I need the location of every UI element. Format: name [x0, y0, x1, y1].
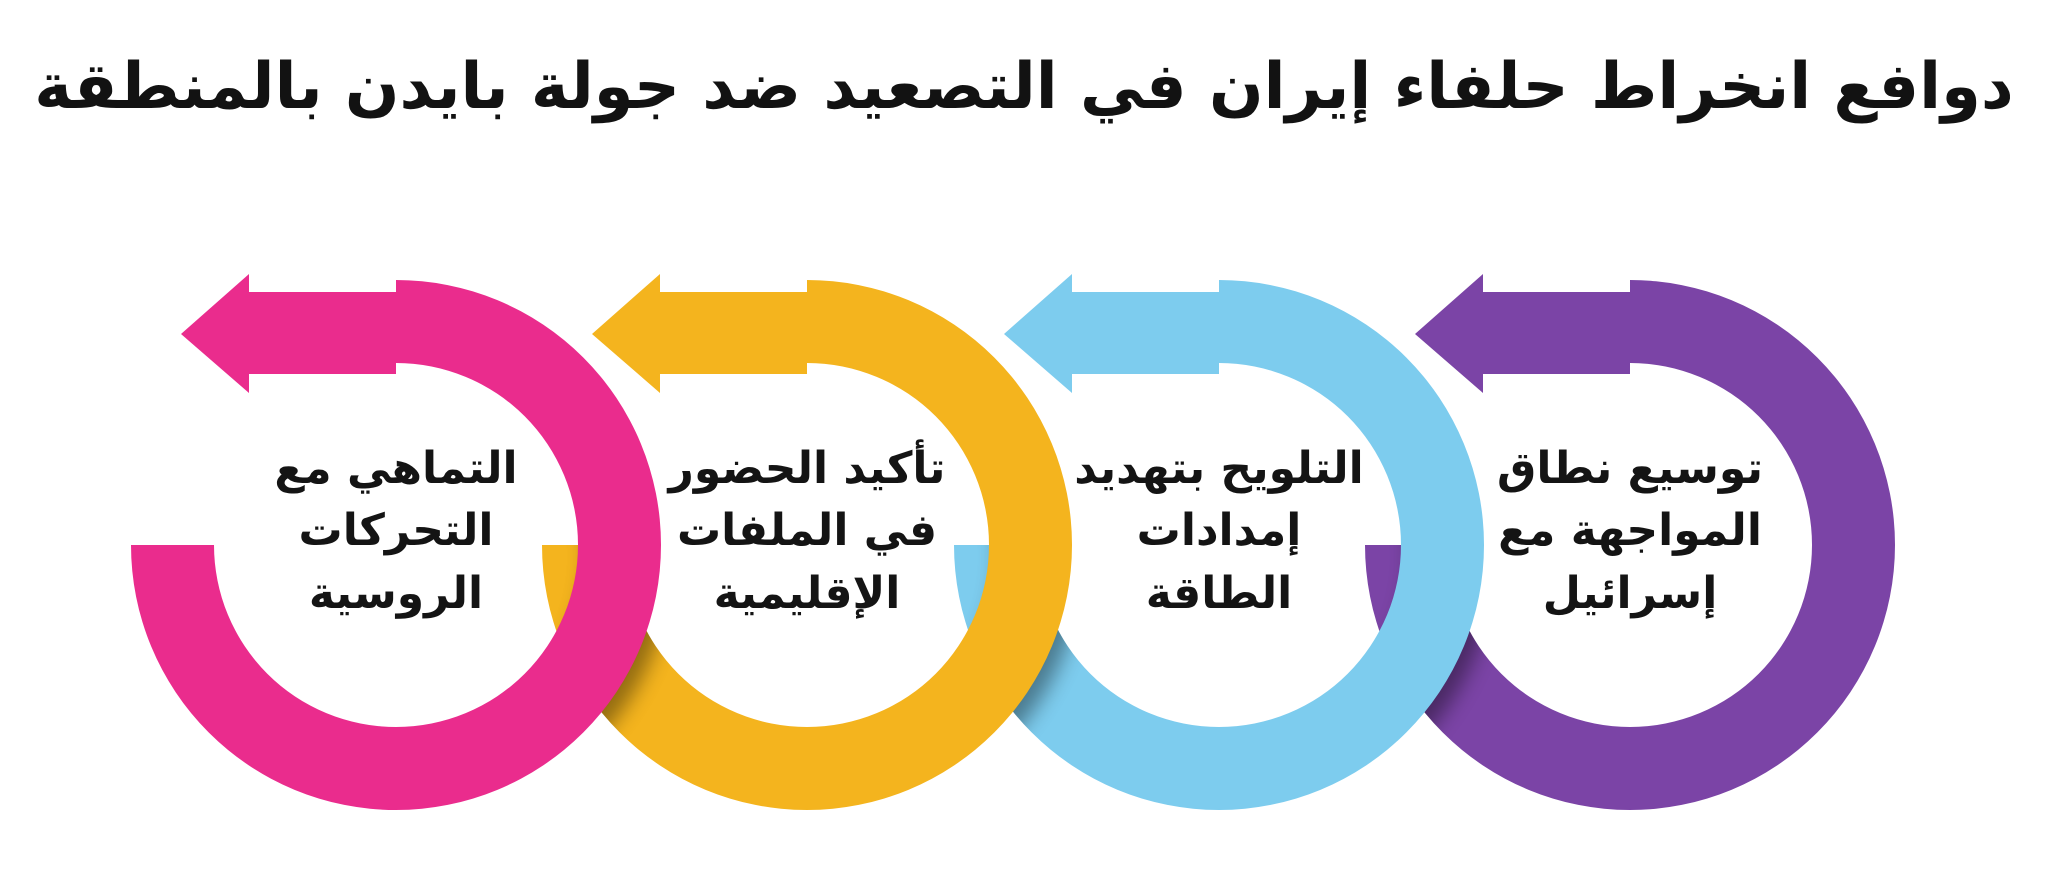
label-line: المواجهة مع: [1498, 505, 1762, 557]
label-line: الطاقة: [1145, 567, 1293, 619]
label-line: توسيع نطاق: [1497, 443, 1763, 494]
label-line: الروسية: [308, 567, 484, 619]
label-line: التحركات: [298, 505, 494, 557]
label-line: في الملفات: [676, 505, 938, 557]
label-line: إمدادات: [1136, 505, 1302, 557]
label-line: الإقليمية: [713, 567, 901, 619]
label-expand-confrontation: توسيع نطاق المواجهة مع إسرائيل: [1435, 438, 1825, 625]
label-line: إسرائيل: [1542, 567, 1718, 619]
label-regional-presence: تأكيد الحضور في الملفات الإقليمية: [612, 438, 1002, 625]
label-energy-threat: التلويح بتهديد إمدادات الطاقة: [1024, 438, 1414, 625]
infographic-title: دوافع انخراط حلفاء إيران في التصعيد ضد ج…: [34, 50, 2014, 124]
label-line: التماهي مع: [274, 443, 518, 494]
label-russian-moves: التماهي مع التحركات الروسية: [201, 438, 591, 625]
label-line: التلويح بتهديد: [1074, 443, 1364, 494]
label-line: تأكيد الحضور: [668, 443, 946, 494]
